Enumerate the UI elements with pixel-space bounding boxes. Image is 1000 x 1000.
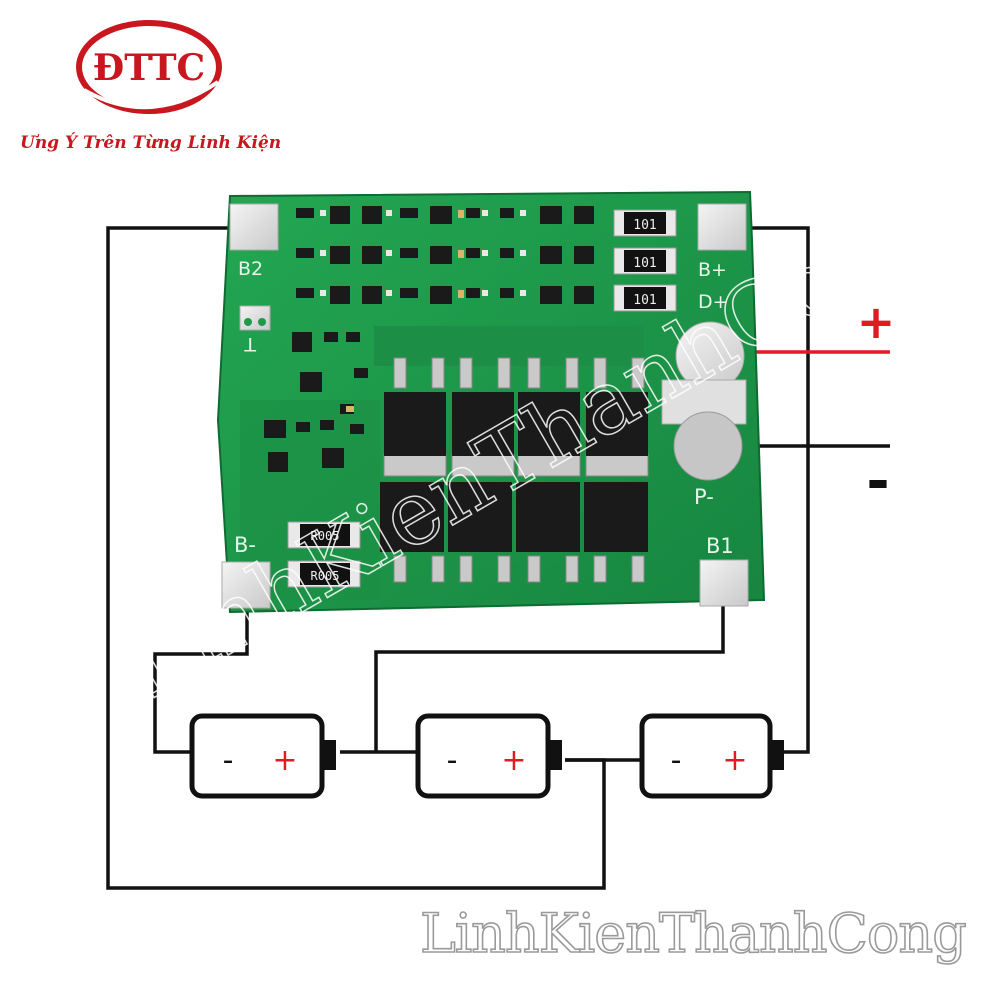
slogan: Ưng Ý Trên Từng Linh Kiện [20,133,282,153]
label-t: T [244,333,257,355]
dttc-logo: ĐTTC [76,20,222,114]
silkscreen: B2 B+ D+ T B- P- B1 [234,258,734,558]
pad-b2 [229,203,279,251]
smd-rows [264,206,594,472]
wire-b-minus [153,592,249,754]
battery-cell-2: - + [415,713,562,799]
wires [106,226,890,890]
resistor-label: 101 [633,293,656,308]
resistor-3: 101 [613,284,677,312]
label-b1: B1 [706,534,734,558]
label-d-plus: D+ [698,291,729,313]
label-b-plus: B+ [698,259,727,281]
battery-pos-sign: + [272,743,297,778]
resistor-label: 101 [633,218,656,233]
battery-cell-1: - + [189,713,336,799]
output-plus-sign: + [857,295,896,349]
shunt-resistors: R005 R005 [287,521,361,588]
resistor-label: 101 [633,256,656,271]
battery-pos-sign: + [722,743,747,778]
wire-b-plus [720,226,810,754]
resistor-1: 101 [613,209,677,237]
label-b-minus: B- [234,533,256,557]
output-minus-sign: - [866,449,889,514]
battery-neg-sign: - [447,743,458,778]
pad-t [239,305,271,331]
shunt-2: R005 [287,560,361,588]
battery-neg-sign: - [671,743,682,778]
battery-pack: - + - + - + [189,713,784,799]
shunt-1: R005 [287,521,361,549]
solder-pads [221,203,749,609]
pad-plus-strip [661,379,747,425]
battery-neg-sign: - [223,743,234,778]
bms-board: 101 101 101 [216,190,766,614]
shunt-label: R005 [311,569,340,583]
pad-b-minus [221,561,271,609]
battery-pos-sign: + [501,743,526,778]
logo-text: ĐTTC [93,47,205,89]
pad-p-minus [673,411,743,481]
bottom-watermark: LinhKienThanhCong [419,901,967,966]
battery-cell-3: - + [639,713,784,799]
label-p-minus: P- [694,485,714,509]
wire-b1 [374,590,725,752]
mosfets [380,357,649,583]
pad-b1 [699,559,749,607]
label-b2: B2 [238,258,263,280]
pad-b-plus [697,203,747,251]
resistor-2: 101 [613,247,677,275]
balance-resistors: 101 101 101 [613,209,677,312]
shunt-label: R005 [311,529,340,543]
